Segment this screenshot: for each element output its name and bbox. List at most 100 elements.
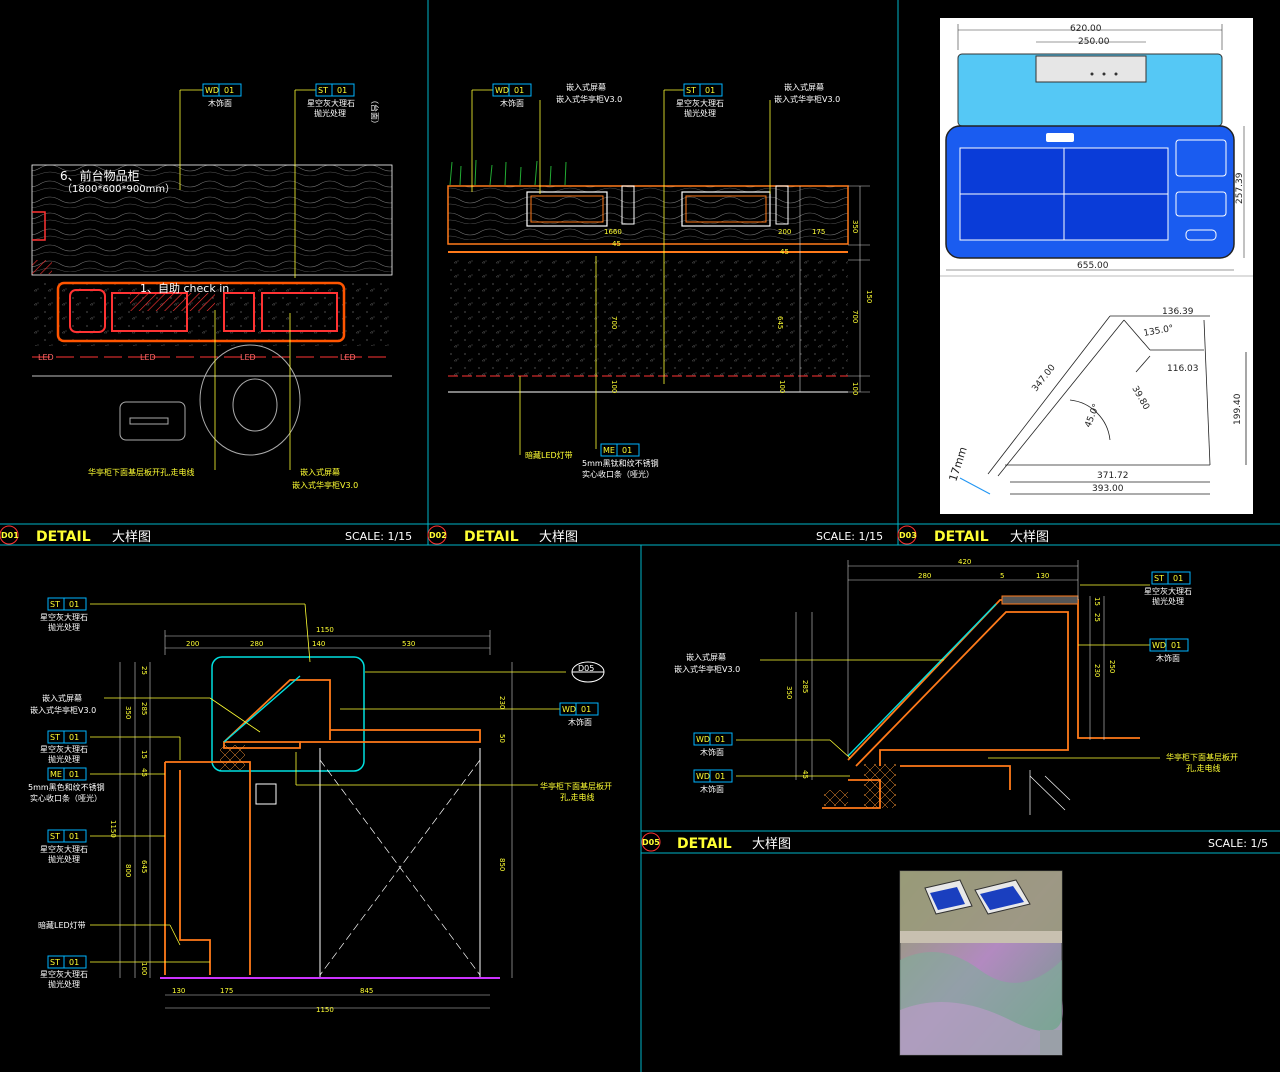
screen-left <box>526 191 608 227</box>
material-code: WD <box>696 772 710 781</box>
dim-value: 15 <box>140 750 148 759</box>
dim-value: 285 <box>140 702 148 715</box>
callout-me: ME 01 5mm黑色和纹不锈钢 实心收口条（哑光） <box>28 767 105 803</box>
dim-value: 100 <box>778 380 786 393</box>
material-finish: 抛光处理 <box>48 979 80 989</box>
material-finish: 抛光处理 <box>314 108 346 118</box>
dim-value: 25 <box>140 666 148 675</box>
callout-wd-1: WD 01 木饰面 <box>1149 638 1189 663</box>
led-label: LED <box>140 353 156 362</box>
material-number: 01 <box>337 86 347 95</box>
dim-value: 130 <box>1036 572 1049 580</box>
base-note: 孔,走电线 <box>1186 763 1221 773</box>
material-label: 5mm黑钛和纹不锈钢 <box>582 458 659 468</box>
callout-st: ST 01 星空灰大理石 抛光处理 <box>1144 571 1192 606</box>
base-note: 华亭柜下面基层板开 <box>540 781 612 791</box>
chair-outline <box>119 401 186 441</box>
dim-value: 200 <box>778 228 791 236</box>
dim-value: 250 <box>1108 660 1116 673</box>
material-number: 01 <box>69 600 79 609</box>
panel-d01-plan: LED LED LED LED WD 01 木饰面 ST 01 星空灰大 <box>31 83 393 490</box>
note-right: 嵌入式屏幕 <box>300 467 340 477</box>
material-label: 木饰面 <box>1156 653 1180 663</box>
dim-value: 136.39 <box>1162 307 1194 317</box>
dim-value: 200 <box>186 640 199 648</box>
material-number: 01 <box>622 446 632 455</box>
material-finish: 实心收口条（哑光） <box>582 469 654 479</box>
dim-value: 700 <box>610 316 618 329</box>
screen-label: 嵌入式华亭柜V3.0 <box>30 705 96 715</box>
material-code: ST <box>1154 574 1164 583</box>
dim-value: 800 <box>124 864 132 877</box>
dim-value: 645 <box>140 860 148 873</box>
material-label: 木饰面 <box>500 98 524 108</box>
dim-value: 371.72 <box>1097 471 1129 481</box>
material-code: ST <box>50 958 60 967</box>
stone-base <box>448 260 848 376</box>
dim-value: 199.40 <box>1233 393 1243 425</box>
person-figure <box>199 344 301 456</box>
screen-label: 嵌入式屏幕 <box>784 82 824 92</box>
material-finish: 抛光处理 <box>684 108 716 118</box>
detail-code-marker <box>0 525 19 545</box>
material-label: 星空灰大理石 <box>307 98 355 108</box>
hatch-block <box>32 260 52 274</box>
led-note: 暗藏LED灯带 <box>38 920 86 930</box>
material-finish: 抛光处理 <box>48 854 80 864</box>
dim-value: 393.00 <box>1092 484 1124 494</box>
dim-value: 655.00 <box>1077 261 1109 271</box>
material-label: 星空灰大理石 <box>40 612 88 622</box>
dim-value: 420 <box>958 558 971 566</box>
grass-strip <box>448 160 570 186</box>
note-left: 华亭柜下面基层板开孔,走电线 <box>88 467 195 477</box>
material-code: WD <box>1152 641 1166 650</box>
material-code: WD <box>562 705 576 714</box>
cabinet-size: （1800*600*900mm） <box>62 183 175 195</box>
dim-value: 50 <box>498 734 506 743</box>
dim-value: 257.39 <box>1235 172 1245 204</box>
dim-value: 845 <box>360 987 373 995</box>
dim-value: 25 <box>1093 613 1101 622</box>
material-code: WD <box>495 86 509 95</box>
section-reference: D05 <box>571 661 605 683</box>
dim-value: 285 <box>801 680 809 693</box>
material-label: 星空灰大理石 <box>40 844 88 854</box>
dim-value: 15 <box>1093 597 1101 606</box>
callout-st-1: ST 01 星空灰大理石 抛光处理 <box>40 597 88 632</box>
panel-d03-product: 620.00 250.00 257.39 655.00 136.39 135.0… <box>940 18 1253 514</box>
panel-d02-elevation: 350 150 700 100 1660 45 700 100 645 200 … <box>447 82 873 479</box>
dim-value: 45 <box>801 770 809 779</box>
dim-value: 350 <box>851 220 859 233</box>
dim-value: 250.00 <box>1078 37 1110 47</box>
material-label: 星空灰大理石 <box>676 98 724 108</box>
dim-value: 1150 <box>109 820 117 838</box>
detail-title: DETAIL <box>934 529 989 545</box>
material-code: ST <box>50 832 60 841</box>
material-label: 木饰面 <box>568 717 592 727</box>
callout-st: ST 01 星空灰大理石 抛光处理 <box>676 83 724 118</box>
material-label: 星空灰大理石 <box>40 969 88 979</box>
reference-photo <box>899 870 1063 1056</box>
dim-value: 350 <box>785 686 793 699</box>
material-code: ST <box>50 600 60 609</box>
dim-value: 45 <box>780 248 789 256</box>
dim-value: 116.03 <box>1167 364 1199 374</box>
base-note: 孔,走电线 <box>560 792 595 802</box>
title-bar-d05: D05 DETAIL 大样图 SCALE: 1/5 <box>641 832 1268 852</box>
dim-value: 1150 <box>316 626 334 634</box>
dim-value: 620.00 <box>1070 24 1102 34</box>
callout-st-2: ST 01 星空灰大理石 抛光处理 <box>40 730 88 764</box>
callout-wd: WD 01 木饰面 <box>492 83 532 108</box>
screen-label: 嵌入式华亭柜V3.0 <box>674 664 740 674</box>
dim-value: 850 <box>498 858 506 871</box>
dim-value: 100 <box>610 380 618 393</box>
dim-value: 280 <box>250 640 263 648</box>
dim-value: 280 <box>918 572 931 580</box>
dim-value: 1150 <box>316 1006 334 1014</box>
dim-value: 45 <box>140 768 148 777</box>
material-label: 星空灰大理石 <box>1144 586 1192 596</box>
material-number: 01 <box>581 705 591 714</box>
callout-wd-3: WD 01 木饰面 <box>693 769 733 794</box>
detail-scale: SCALE: 1/5 <box>1208 837 1268 850</box>
